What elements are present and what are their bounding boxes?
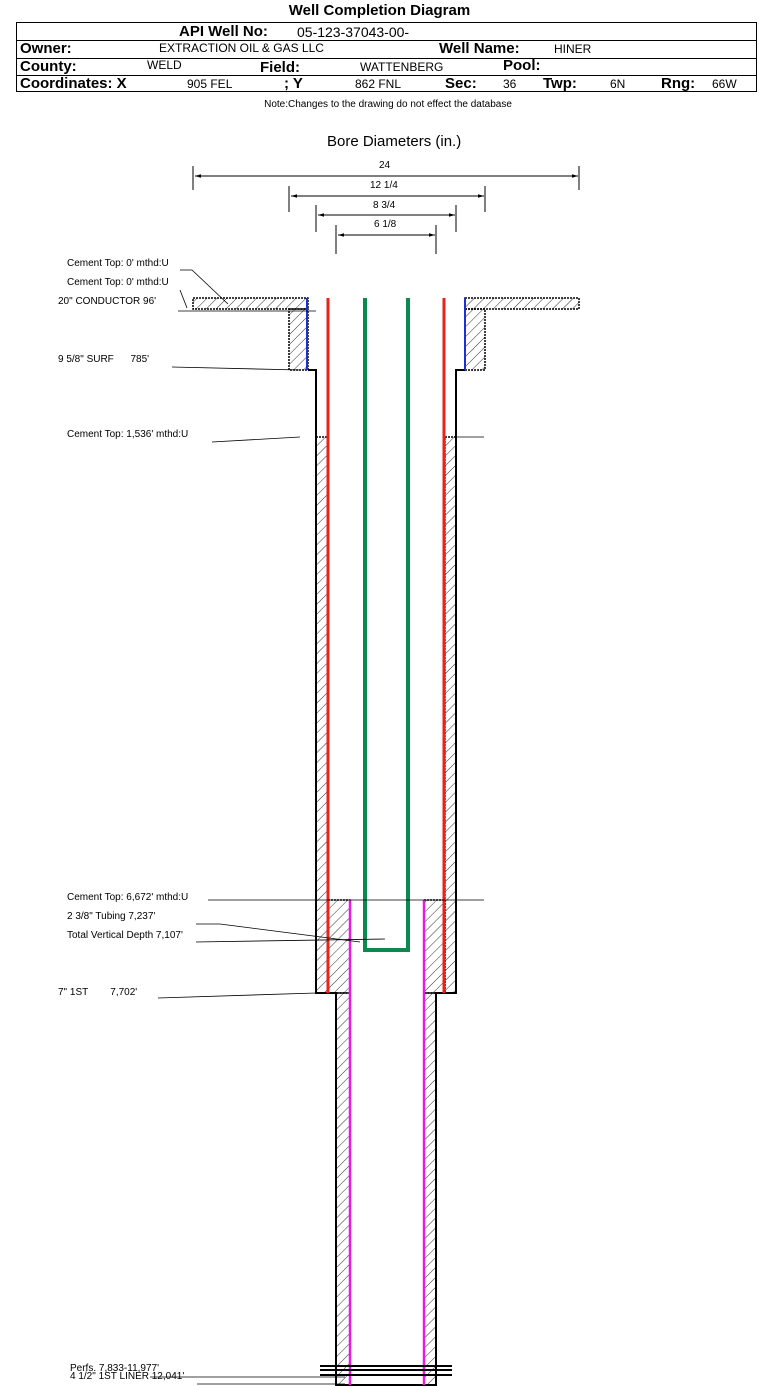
owner-value: EXTRACTION OIL & GAS LLC: [159, 41, 324, 55]
rng-value: 66W: [712, 77, 737, 91]
field-value: WATTENBERG: [360, 60, 444, 74]
well-name-label: Well Name:: [439, 40, 520, 57]
tubing: [363, 298, 410, 952]
bore-dim-24: 24: [379, 160, 391, 171]
production-casing-label: 7" 1ST 7,702': [58, 987, 138, 998]
hole-walls: [308, 369, 465, 1386]
pool-label: Pool:: [503, 57, 541, 74]
bore-dimension-arrows: [192, 166, 580, 254]
well-name-value: HINER: [554, 42, 592, 56]
field-label: Field:: [260, 59, 300, 76]
cement-top-2-label: Cement Top: 0' mthd:U: [67, 277, 169, 288]
twp-value: 6N: [610, 77, 626, 91]
api-value: 05-123-37043-00-: [297, 24, 410, 40]
api-label: API Well No:: [179, 23, 268, 40]
leader-lines: [150, 269, 484, 1385]
twp-label: Twp:: [543, 75, 577, 92]
cement-top-4-label: Cement Top: 6,672' mthd:U: [67, 892, 189, 903]
bore-dim-12-1-4: 12 1/4: [370, 180, 398, 191]
cement-hatching: [192, 297, 580, 1386]
sec-value: 36: [503, 77, 517, 91]
rng-label: Rng:: [661, 75, 696, 92]
conductor-label: 20" CONDUCTOR 96': [58, 296, 157, 307]
tubing-label: 2 3/8" Tubing 7,237': [67, 911, 156, 922]
cement-top-3-label: Cement Top: 1,536' mthd:U: [67, 429, 189, 440]
sec-label: Sec:: [445, 75, 477, 92]
coord-x-label: Coordinates: X: [20, 75, 127, 92]
coord-y-label: ; Y: [284, 75, 303, 92]
cement-top-1-label: Cement Top: 0' mthd:U: [67, 258, 169, 269]
bore-dim-6-1-8: 6 1/8: [374, 219, 397, 230]
county-label: County:: [20, 58, 77, 75]
county-value: WELD: [147, 58, 182, 72]
bore-title: Bore Diameters (in.): [327, 133, 462, 150]
header-table: API Well No: 05-123-37043-00- Owner: EXT…: [16, 22, 757, 92]
coord-x-value: 905 FEL: [187, 77, 233, 91]
perfs-label: Perfs. 7,833-11,977': [70, 1363, 160, 1374]
liner-label: 4 1/2" 1ST LINER 12,041': [70, 1371, 185, 1382]
coord-y-value: 862 FNL: [355, 77, 402, 91]
tvd-label: Total Vertical Depth 7,107': [67, 930, 183, 941]
surface-casing-label: 9 5/8" SURF 785': [58, 354, 150, 365]
perforations: [320, 1365, 452, 1376]
bore-dim-8-3-4: 8 3/4: [373, 200, 396, 211]
owner-label: Owner:: [20, 40, 72, 57]
page-title: Well Completion Diagram: [288, 2, 471, 19]
note: Note:Changes to the drawing do not effec…: [264, 99, 512, 110]
